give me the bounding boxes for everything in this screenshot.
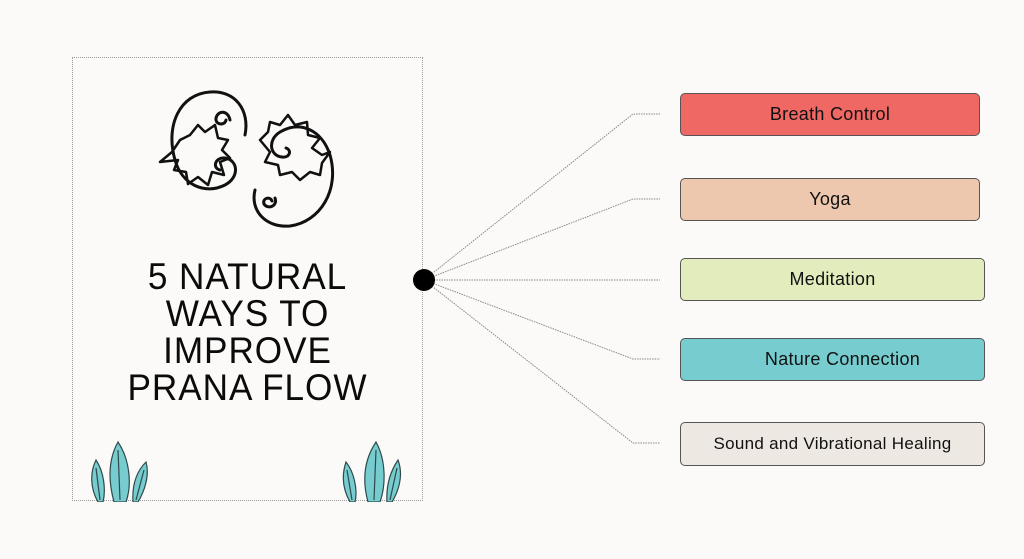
item-label: Nature Connection xyxy=(764,349,921,369)
connector-line xyxy=(423,279,660,444)
title-line: 5 NATURAL xyxy=(147,256,348,297)
item-nature-connection: Nature Connection xyxy=(680,338,985,381)
item-meditation: Meditation xyxy=(680,258,985,301)
connector-line xyxy=(423,198,660,281)
item-label: Yoga xyxy=(809,189,851,209)
item-yoga: Yoga xyxy=(680,178,980,221)
prana-swirl-icon xyxy=(158,90,335,228)
item-label: Sound and Vibrational Healing xyxy=(713,434,952,453)
page-title: 5 NATURAL WAYS TO IMPROVE PRANA FLOW xyxy=(72,258,423,406)
leaves-right-icon xyxy=(342,440,402,502)
title-line: WAYS TO xyxy=(165,293,330,334)
leaves-left-icon xyxy=(91,440,148,502)
connector-line xyxy=(423,279,660,360)
connector-line xyxy=(423,113,660,281)
item-label: Breath Control xyxy=(769,104,891,124)
item-label: Meditation xyxy=(789,269,876,289)
title-line: IMPROVE xyxy=(163,330,332,371)
hub-node xyxy=(413,269,435,291)
title-line: PRANA FLOW xyxy=(127,367,368,408)
item-breath-control: Breath Control xyxy=(680,93,980,136)
item-sound-healing: Sound and Vibrational Healing xyxy=(680,422,985,466)
